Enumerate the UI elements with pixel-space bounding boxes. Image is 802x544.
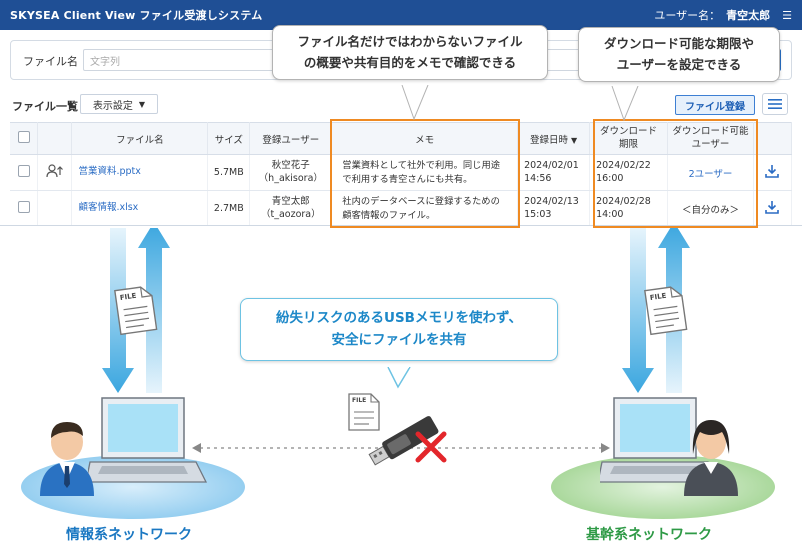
memo-callout-pointer xyxy=(401,85,429,121)
file-list-label: ファイル一覧 xyxy=(12,100,78,113)
upload-file-button[interactable]: ファイル登録 xyxy=(675,95,755,115)
hamburger-icon xyxy=(768,99,782,109)
header-period-line2: 期限 xyxy=(619,138,639,150)
usb-callout-line1: 紛失リスクのあるUSBメモリを使わず、 xyxy=(275,310,523,326)
header-period-line1: ダウンロード xyxy=(600,126,658,138)
period-line2: 14:00 xyxy=(596,208,624,220)
memo-cell: 営業資料として社外で利用。同じ用途 で利用する青空さんにも共有。 xyxy=(331,154,519,191)
core-network-user-avatar xyxy=(684,420,738,496)
user-name: 青空太郎 xyxy=(726,9,771,22)
row-checkbox[interactable] xyxy=(17,201,30,213)
usb-memory-icon xyxy=(368,416,439,466)
memo-callout-line1: ファイル名だけではわからないファイル xyxy=(297,34,523,49)
uploader-cell: 秋空花子 （h_akisora） xyxy=(249,154,333,191)
table-header-row: ファイル名 サイズ 登録ユーザー メモ 登録日時 ▼ ダウンロード 期限 ダウン… xyxy=(10,122,793,155)
right-file-icon: FILE xyxy=(643,283,690,340)
download-header xyxy=(753,122,793,155)
date-line1: 2024/02/01 xyxy=(524,159,579,171)
memo-line1: 営業資料として社外で利用。同じ用途 xyxy=(342,160,501,172)
file-size: 5.7MB xyxy=(207,154,251,191)
date-line1: 2024/02/13 xyxy=(524,195,579,207)
usb-file-icon: FILE xyxy=(347,392,381,436)
download-callout-line2: ユーザーを設定できる xyxy=(616,56,742,72)
row-checkbox[interactable] xyxy=(17,165,30,177)
date-line2: 15:03 xyxy=(524,208,552,220)
header-users-line2: ユーザー xyxy=(691,138,730,150)
caret-down-icon: ▼ xyxy=(138,99,146,109)
user-label: ユーザー名： xyxy=(654,9,721,22)
period-line1: 2024/02/28 xyxy=(596,195,651,207)
memo-callout: ファイル名だけではわからないファイル の概要や共有目的をメモで確認できる xyxy=(272,25,548,81)
uploader-id: （t_aozora） xyxy=(260,208,321,220)
file-link[interactable]: 営業資料.pptx xyxy=(78,166,141,178)
header-size[interactable]: サイズ xyxy=(207,122,251,155)
column-menu-button[interactable] xyxy=(762,93,788,115)
search-label: ファイル名 xyxy=(23,55,78,68)
usb-callout: 紛失リスクのあるUSBメモリを使わず、 安全にファイルを共有 xyxy=(240,298,558,361)
header-date[interactable]: 登録日時 ▼ xyxy=(517,122,591,155)
header-filename[interactable]: ファイル名 xyxy=(71,122,209,155)
period-line1: 2024/02/22 xyxy=(596,159,651,171)
date-cell: 2024/02/01 14:56 xyxy=(517,154,591,191)
app-title: SKYSEA Client View ファイル受渡しシステム xyxy=(10,9,263,22)
download-settings-highlight xyxy=(593,119,758,228)
header-date-label: 登録日時 xyxy=(529,134,568,146)
date-cell: 2024/02/13 15:03 xyxy=(517,190,591,225)
forbidden-x-icon xyxy=(415,431,447,463)
file-link[interactable]: 顧客情報.xlsx xyxy=(78,202,139,214)
period-line2: 16:00 xyxy=(596,172,624,184)
memo-line2: 顧客情報のファイル。 xyxy=(342,209,436,221)
uploader-cell: 青空太郎 （t_aozora） xyxy=(249,190,333,225)
current-user: ユーザー名： 青空太郎 xyxy=(654,7,770,23)
period-cell: 2024/02/22 16:00 xyxy=(589,154,669,191)
header-uploader[interactable]: 登録ユーザー xyxy=(249,122,333,155)
usb-callout-pointer xyxy=(387,367,411,389)
date-line2: 14:56 xyxy=(524,172,552,184)
download-settings-callout: ダウンロード可能な期限や ユーザーを設定できる xyxy=(578,27,780,83)
icon-header xyxy=(37,122,73,155)
period-cell: 2024/02/28 14:00 xyxy=(589,190,669,225)
download-icon[interactable] xyxy=(765,164,780,178)
info-network-user-avatar xyxy=(40,422,94,496)
download-users-link[interactable]: 2ユーザー xyxy=(688,168,733,180)
usb-callout-line2: 安全にファイルを共有 xyxy=(331,332,467,349)
uploader-name: 秋空花子 xyxy=(271,159,310,171)
uploader-name: 青空太郎 xyxy=(271,195,310,207)
header-memo[interactable]: メモ xyxy=(331,122,519,155)
memo-cell: 社内のデータベースに登録するための 顧客情報のファイル。 xyxy=(331,190,519,225)
download-icon[interactable] xyxy=(765,200,780,214)
view-settings-label: 表示設定 xyxy=(92,100,133,112)
info-network-label: 情報系ネットワーク xyxy=(66,527,192,543)
memo-line2: で利用する青空さんにも共有。 xyxy=(342,173,473,185)
header-users-line1: ダウンロード可能 xyxy=(672,126,749,138)
view-settings-button[interactable]: 表示設定 ▼ xyxy=(80,94,158,114)
left-file-icon: FILE xyxy=(113,283,160,340)
file-label: FILE xyxy=(352,397,367,404)
header-download-users[interactable]: ダウンロード可能 ユーザー xyxy=(667,122,754,155)
download-callout-line1: ダウンロード可能な期限や xyxy=(603,36,754,51)
table-row[interactable]: 営業資料.pptx 5.7MB 秋空花子 （h_akisora） 営業資料として… xyxy=(10,154,793,191)
shared-user-icon xyxy=(46,164,63,178)
download-callout-pointer xyxy=(611,86,639,122)
memo-line1: 社内のデータベースに登録するための xyxy=(342,196,500,208)
network-connection-line xyxy=(192,443,610,453)
select-all-checkbox[interactable] xyxy=(17,131,30,143)
select-all-header xyxy=(10,122,39,155)
core-network-label: 基幹系ネットワーク xyxy=(586,527,712,543)
memo-callout-line2: の概要や共有目的をメモで確認できる xyxy=(303,54,517,70)
sort-desc-icon: ▼ xyxy=(571,135,578,145)
download-users-text: ＜自分のみ＞ xyxy=(667,190,754,225)
header-download-period[interactable]: ダウンロード 期限 xyxy=(589,122,669,155)
laptop-icon xyxy=(88,397,208,483)
memo-column-highlight xyxy=(330,119,520,228)
menu-icon[interactable]: ☰ xyxy=(782,8,792,22)
file-size: 2.7MB xyxy=(207,190,251,225)
uploader-id: （h_akisora） xyxy=(258,172,323,184)
